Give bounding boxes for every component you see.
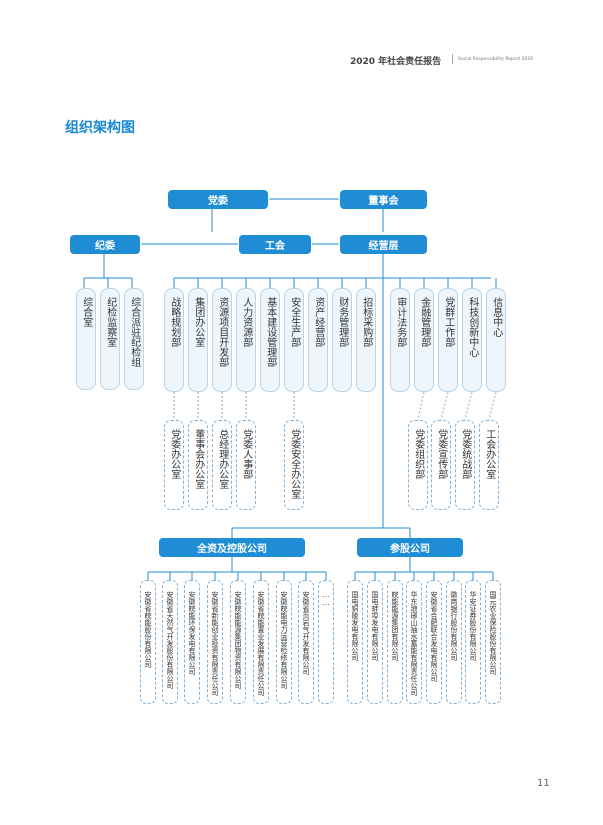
company-label: 皖能能源集团有限公司 <box>391 591 399 661</box>
company-label: 徽商银行股份有限公司 <box>450 591 458 661</box>
department-label: 审计法务部 <box>394 297 406 347</box>
discipline-unit-label: 纪检监察室 <box>104 297 116 347</box>
shareholding-group-box: 参股公司 <box>357 538 463 557</box>
company-box: 安徽皖能环保发电有限公司 <box>184 580 200 704</box>
company-label: 安徽省天然气开发股份有限公司 <box>166 591 174 689</box>
discipline-unit: 综合室 <box>76 288 96 390</box>
company-box: 徽商银行股份有限公司 <box>446 580 462 704</box>
sub-office-box: 党委办公室 <box>164 420 184 510</box>
department-label: 科技创新中心 <box>466 297 478 357</box>
sub-office-box: 党委人事部 <box>236 420 256 510</box>
department-box: 基本建设管理部 <box>260 288 280 392</box>
department-box: 资源项目开发部 <box>212 288 232 392</box>
department-box: 党群工作部 <box>438 288 458 392</box>
company-box: 国元农业保险股份有限公司 <box>485 580 501 704</box>
company-box: 国电铜陵发电有限公司 <box>347 580 363 704</box>
sub-office-box: 党委宣传部 <box>431 420 451 510</box>
department-label: 资源项目开发部 <box>216 297 228 367</box>
department-box: 人力资源部 <box>236 288 256 392</box>
sub-office-label: 董事会办公室 <box>192 429 204 489</box>
discipline-unit: 综合派驻纪检组 <box>124 288 144 390</box>
department-label: 党群工作部 <box>442 297 454 347</box>
company-label: 安徽省皖能股份有限公司 <box>144 591 152 668</box>
company-box: 安徽皖能电力运营检修有限公司 <box>276 580 292 704</box>
company-label: 国元农业保险股份有限公司 <box>489 591 497 675</box>
department-label: 信息中心 <box>490 297 502 337</box>
discipline-box: 纪委 <box>70 235 140 254</box>
company-label: 安徽省皖能置业发展有限责任公司 <box>257 591 265 696</box>
company-label: 安徽皖能电力运营检修有限公司 <box>280 591 288 689</box>
report-title: 2020 年社会责任报告 <box>350 57 442 67</box>
sub-office-box: 董事会办公室 <box>188 420 208 510</box>
department-box: 金融管理部 <box>414 288 434 392</box>
header-divider <box>452 54 453 64</box>
company-label: 安徽皖能能源集团物资有限公司 <box>234 591 242 689</box>
company-label: 国电铜陵发电有限公司 <box>351 591 359 661</box>
sub-office-box: 党委统战部 <box>455 420 475 510</box>
report-subtitle: Social Responsibility Report 2020 <box>458 57 534 62</box>
board-box: 董事会 <box>340 190 427 209</box>
sub-office-label: 工会办公室 <box>483 429 495 479</box>
department-label: 资产经营部 <box>312 297 324 347</box>
company-label: …… <box>322 591 330 607</box>
page-number: 11 <box>537 778 550 789</box>
company-box: 安徽省合肥联合发电有限公司 <box>426 580 442 704</box>
discipline-unit-label: 综合派驻纪检组 <box>128 297 140 367</box>
department-label: 招标采购部 <box>360 297 372 347</box>
department-label: 战略规划部 <box>168 297 180 347</box>
company-label: 安徽省合肥联合发电有限公司 <box>430 591 438 682</box>
company-box: 华安证券股份有限公司 <box>465 580 481 704</box>
department-box: 资产经营部 <box>308 288 328 392</box>
sub-office-label: 党委统战部 <box>459 429 471 479</box>
company-box: 安徽省页岩气开发有限公司 <box>298 580 314 704</box>
department-label: 人力资源部 <box>240 297 252 347</box>
department-box: 招标采购部 <box>356 288 376 392</box>
company-box: 安徽皖能能源集团物资有限公司 <box>230 580 246 704</box>
company-label: 安徽省新能创业投资有限责任公司 <box>211 591 219 696</box>
discipline-unit-label: 综合室 <box>80 297 92 327</box>
sub-office-box: 总经理办公室 <box>212 420 232 510</box>
sub-office-label: 党委安全办公室 <box>288 429 300 499</box>
company-label: 安徽皖能环保发电有限公司 <box>188 591 196 675</box>
company-label: 安徽省页岩气开发有限公司 <box>302 591 310 675</box>
company-box: 国电蚌埠发电有限公司 <box>367 580 383 704</box>
department-box: 安全生产部 <box>284 288 304 392</box>
company-box: 安徽省皖能置业发展有限责任公司 <box>253 580 269 704</box>
sub-office-label: 总经理办公室 <box>216 429 228 489</box>
sub-office-label: 党委宣传部 <box>435 429 447 479</box>
sub-office-box: 工会办公室 <box>479 420 499 510</box>
company-box: 安徽省天然气开发股份有限公司 <box>162 580 178 704</box>
sub-office-label: 党委办公室 <box>168 429 180 479</box>
wholly-owned-group-box: 全资及控股公司 <box>159 538 305 557</box>
department-label: 基本建设管理部 <box>264 297 276 367</box>
sub-office-label: 党委人事部 <box>240 429 252 479</box>
department-box: 审计法务部 <box>390 288 410 392</box>
company-label: 华安证券股份有限公司 <box>469 591 477 661</box>
company-box: 皖能能源集团有限公司 <box>387 580 403 704</box>
department-label: 集团办公室 <box>192 297 204 347</box>
company-label: 华东琅琊山抽水蓄能有限责任公司 <box>410 591 418 696</box>
department-box: 集团办公室 <box>188 288 208 392</box>
department-box: 科技创新中心 <box>462 288 482 392</box>
department-label: 财务管理部 <box>336 297 348 347</box>
company-label: 国电蚌埠发电有限公司 <box>371 591 379 661</box>
department-label: 安全生产部 <box>288 297 300 347</box>
department-label: 金融管理部 <box>418 297 430 347</box>
company-box: …… <box>318 580 334 704</box>
page-title: 组织架构图 <box>65 120 135 136</box>
company-box: 安徽省新能创业投资有限责任公司 <box>207 580 223 704</box>
party-committee-box: 党委 <box>168 190 268 209</box>
sub-office-box: 党委组织部 <box>408 420 428 510</box>
sub-office-box: 党委安全办公室 <box>284 420 304 510</box>
sub-office-label: 党委组织部 <box>412 429 424 479</box>
company-box: 安徽省皖能股份有限公司 <box>140 580 156 704</box>
union-box: 工会 <box>239 235 311 254</box>
company-box: 华东琅琊山抽水蓄能有限责任公司 <box>406 580 422 704</box>
department-box: 财务管理部 <box>332 288 352 392</box>
discipline-unit: 纪检监察室 <box>100 288 120 390</box>
department-box: 信息中心 <box>486 288 506 392</box>
department-box: 战略规划部 <box>164 288 184 392</box>
management-box: 经营层 <box>340 235 427 254</box>
